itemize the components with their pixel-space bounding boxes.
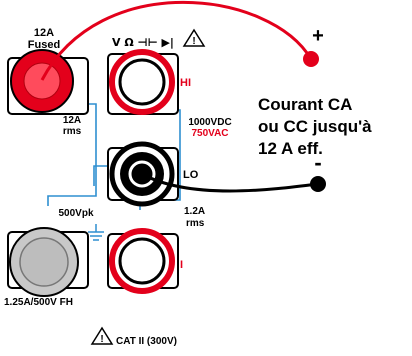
minus-sign: - bbox=[314, 150, 321, 175]
vac-rating: 750VAC bbox=[191, 128, 228, 139]
black-test-lead bbox=[141, 172, 319, 193]
lo-label: LO bbox=[183, 169, 199, 181]
terminal-i[interactable] bbox=[107, 228, 179, 294]
terminal-12a[interactable] bbox=[7, 49, 89, 115]
hi-modes-label: V Ω ⊣⊢ ▶| bbox=[112, 36, 174, 49]
fuse-holder[interactable] bbox=[7, 227, 89, 297]
plus-sign: + bbox=[312, 25, 324, 47]
black-probe-tip[interactable] bbox=[310, 176, 326, 192]
annotation-line3: 12 A eff. bbox=[258, 139, 323, 158]
terminal-hi[interactable] bbox=[107, 49, 179, 115]
a12-label-line1: 12A bbox=[34, 27, 54, 39]
svg-text:!: ! bbox=[192, 36, 195, 47]
cat-warning-icon: ! bbox=[90, 326, 114, 345]
fuse-label: 1.25A/500V FH bbox=[4, 297, 73, 308]
annotation-line1: Courant CA bbox=[258, 95, 352, 114]
a12-rms-top: 12A bbox=[63, 115, 81, 126]
i-rms-bottom: rms bbox=[186, 218, 205, 229]
red-test-lead bbox=[40, 0, 313, 81]
hi-label: HI bbox=[180, 77, 191, 89]
svg-text:!: ! bbox=[100, 334, 103, 345]
blue-line-lo-left bbox=[93, 165, 110, 186]
annotation-line2: ou CC jusqu'à bbox=[258, 117, 372, 136]
red-probe-tip[interactable] bbox=[303, 51, 319, 67]
i-rms-top: 1.2A bbox=[184, 206, 205, 217]
category-label: CAT II (300V) bbox=[116, 336, 177, 347]
vdc-rating: 1000VDC bbox=[188, 117, 231, 128]
ground-icon bbox=[88, 224, 104, 241]
warning-icon: ! bbox=[182, 28, 206, 47]
i-label: I bbox=[180, 259, 183, 271]
pk-rating: 500Vpk bbox=[58, 208, 93, 219]
a12-rms-bottom: rms bbox=[63, 126, 82, 137]
a12-label-line2: Fused bbox=[28, 39, 60, 51]
